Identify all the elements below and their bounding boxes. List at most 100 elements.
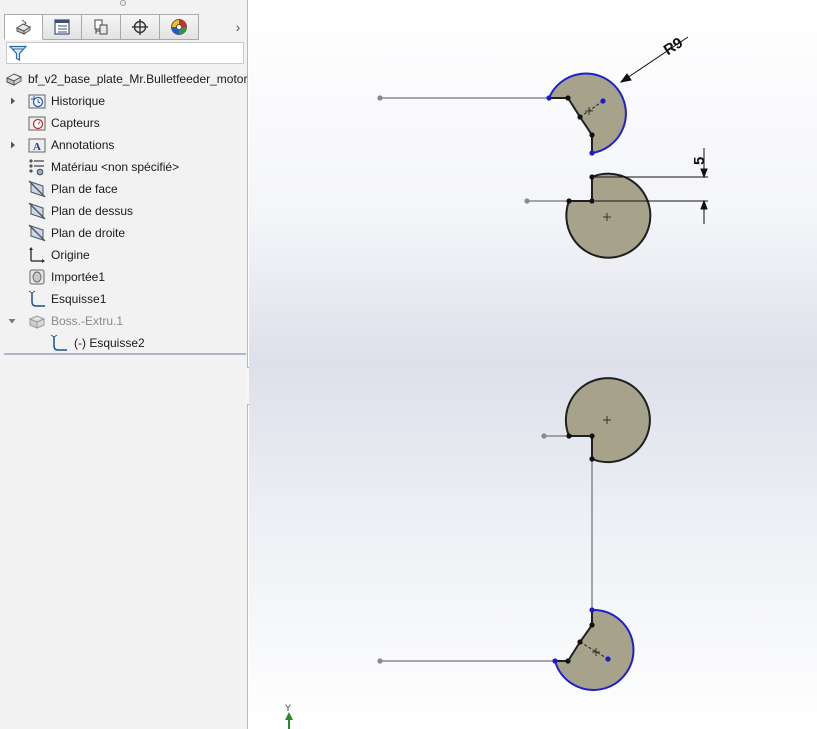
center-mark-icon[interactable] [603,416,611,424]
tree-item-label: (-) Esquisse2 [74,336,145,350]
top-sector-arc[interactable] [548,72,627,154]
propertymanager-tab[interactable] [43,14,82,40]
sketch-point[interactable] [577,114,583,120]
boss-extrude-icon [28,312,46,330]
sketch-point[interactable] [589,433,595,439]
sketch-icon [50,334,68,352]
tree-item-capteurs[interactable]: Capteurs [0,112,248,134]
radius-dimension-label[interactable]: R9 [661,34,686,59]
sketch-point[interactable] [566,198,572,204]
filter-input[interactable] [31,44,243,64]
plane-icon [28,180,46,198]
plane-icon [28,202,46,220]
sketch-point[interactable] [377,95,383,101]
tree-item-label: Annotations [51,138,115,152]
expand-arrow-icon[interactable] [9,97,17,105]
sketch-point-underdefined[interactable] [605,656,611,662]
material-icon [28,158,46,176]
tree-item-label: Plan de droite [51,226,126,240]
upper-circle-profile[interactable] [566,173,651,258]
center-mark-icon[interactable] [603,213,611,221]
tree-root-part[interactable]: bf_v2_base_plate_Mr.Bulletfeeder_motor [0,68,248,90]
tree-item-label: Origine [51,248,90,262]
sketch-point[interactable] [524,198,530,204]
origin-icon [28,246,46,264]
tree-item-boss-extrude1[interactable]: Boss.-Extru.1 [0,310,248,332]
bottom-sector-arc[interactable] [554,608,635,691]
imported-body-icon [28,268,46,286]
sketch-point[interactable] [589,132,595,138]
sketch-point[interactable] [565,658,571,664]
sketch-point-underdefined[interactable] [600,98,606,104]
dimxpertmanager-tab[interactable] [121,14,160,40]
sketch-point[interactable] [565,95,571,101]
tree-item-historique[interactable]: Historique [0,90,248,112]
dimxpert-icon [132,19,148,35]
tree-item-origine[interactable]: Origine [0,244,248,266]
propertymanager-icon [54,19,70,35]
tree-item-plan-de-face[interactable]: Plan de face [0,178,248,200]
tree-item-label: Matériau <non spécifié> [51,160,180,174]
tree-item-plan-de-dessus[interactable]: Plan de dessus [0,200,248,222]
panel-grip-icon[interactable] [120,0,126,6]
sketch-point[interactable] [377,658,383,664]
tree-item-esquisse1[interactable]: Esquisse1 [0,288,248,310]
upper-circle-arc[interactable] [565,172,652,259]
sketch-point[interactable] [577,639,583,645]
part-icon [5,70,23,88]
tree-item-label: Capteurs [51,116,100,130]
y-axis-triad-icon: Y [285,703,293,729]
collapse-arrow-icon[interactable] [8,317,16,325]
configurationmanager-icon [94,19,108,35]
sketch-point-underdefined[interactable] [589,607,595,613]
svg-text:A: A [33,141,41,153]
sketch-icon [28,290,46,308]
sketch-point-underdefined[interactable] [589,150,595,156]
feature-filter[interactable] [6,42,244,64]
feature-manager-panel: › bf_v2_base_plate_Mr.Bulletfeeder_motor [0,0,248,729]
tree-item-label: Historique [51,94,106,108]
sketch-point[interactable] [566,433,572,439]
expand-arrow-icon[interactable] [9,141,17,149]
tree-item-material[interactable]: Matériau <non spécifié> [0,156,248,178]
sketch-point-underdefined[interactable] [552,658,558,664]
tree-root-label: bf_v2_base_plate_Mr.Bulletfeeder_motor [28,72,248,86]
featuremanager-icon [15,19,31,35]
center-mark-icon[interactable] [592,648,600,656]
sketch-point[interactable] [589,622,595,628]
linear-dimension-label[interactable]: 5 [691,157,708,165]
graphics-area[interactable]: R9 5 Y [249,0,817,729]
more-tabs-chevron-icon[interactable]: › [235,19,241,35]
filter-icon [9,45,27,61]
bottom-construction-line[interactable] [579,641,609,660]
tree-item-esquisse2[interactable]: (-) Esquisse2 [0,332,248,354]
tree-item-importee1[interactable]: Importée1 [0,266,248,288]
displaymanager-tab[interactable] [160,14,199,40]
tree-item-label: Esquisse1 [51,292,107,306]
tree-item-plan-de-droite[interactable]: Plan de droite [0,222,248,244]
manager-tabbar [4,14,199,40]
tree-item-label: Plan de face [51,182,118,196]
sketch-point[interactable] [589,174,595,180]
featuremanager-tab[interactable] [4,14,43,40]
sketch-point[interactable] [541,433,547,439]
radius-dimension[interactable]: R9 [619,34,689,83]
configurationmanager-tab[interactable] [82,14,121,40]
rollback-bar[interactable] [4,353,246,355]
tree-item-annotations[interactable]: A Annotations [0,134,248,156]
plane-icon [28,224,46,242]
bottom-sector-profile[interactable] [555,609,634,690]
tree-item-label: Importée1 [51,270,106,284]
annotations-folder-icon: A [28,136,46,154]
sketch-point[interactable] [589,456,595,462]
top-sector-profile[interactable] [549,73,626,153]
sketch-canvas[interactable]: R9 5 Y [249,0,817,729]
feature-tree: bf_v2_base_plate_Mr.Bulletfeeder_motor H… [0,68,248,354]
sketch-point[interactable] [589,198,595,204]
sketch-point-underdefined[interactable] [546,95,552,101]
linear-dimension[interactable]: 5 [595,148,708,224]
tree-item-label: Plan de dessus [51,204,134,218]
center-mark-icon[interactable] [585,107,593,115]
lower-circle-arc[interactable] [564,377,651,464]
y-axis-label: Y [285,703,291,713]
